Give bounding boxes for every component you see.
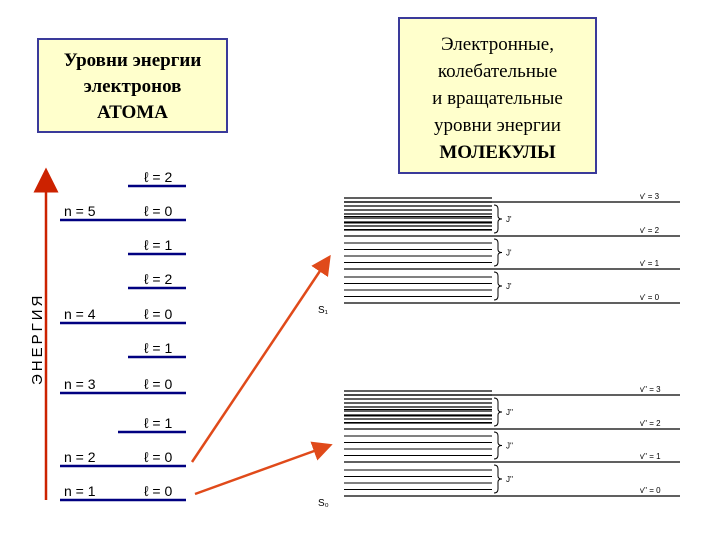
atom-title-line-1: Уровни энергии xyxy=(63,50,202,71)
excited-state-levels: v' = 3 v' = 2 v' = 1 v' = 0 J' J' J' S₁ xyxy=(318,192,680,316)
atom-title-box: Уровни энергии электронов АТОМА xyxy=(37,38,228,133)
excited-vibrational-label: v' = 3 xyxy=(640,192,660,201)
excited-rotational-label: J' xyxy=(506,282,512,291)
excited-vibrational-label: v' = 1 xyxy=(640,259,660,268)
pointer-arrow-to-ground xyxy=(194,441,333,496)
principal-n-label: n = 4 xyxy=(64,306,96,322)
principal-n-label: n = 5 xyxy=(64,203,96,219)
pointer-arrow-to-excited xyxy=(190,254,331,463)
ground-state-label: S₀ xyxy=(318,498,329,509)
ground-rotational-brace xyxy=(493,431,503,460)
ground-rotational-brace xyxy=(493,464,503,494)
molecule-title-box: Электронные, колебательные и вращательны… xyxy=(398,17,597,174)
excited-rotational-brace xyxy=(493,238,503,267)
principal-n-label: n = 2 xyxy=(64,449,96,465)
excited-rotational-brace xyxy=(493,204,503,234)
molecule-title-line-5: МОЛЕКУЛЫ xyxy=(439,142,556,163)
excited-rotational-brace xyxy=(493,271,503,301)
orbital-l-label: ℓ = 2 xyxy=(144,271,172,287)
excited-rotational-label: J' xyxy=(506,249,512,258)
orbital-l-label: ℓ = 2 xyxy=(144,169,172,185)
energy-axis-label: ЭНЕРГИЯ xyxy=(29,293,46,385)
ground-state-levels: v'' = 3 v'' = 2 v'' = 1 v'' = 0 J'' J'' J'' S₀ xyxy=(318,385,680,509)
ground-rotational-label: J'' xyxy=(506,408,514,417)
orbital-l-label: ℓ = 0 xyxy=(144,449,172,465)
ground-vibrational-label: v'' = 0 xyxy=(640,486,661,495)
ground-rotational-brace xyxy=(493,397,503,427)
excited-vibrational-label: v' = 2 xyxy=(640,226,660,235)
orbital-l-label: ℓ = 0 xyxy=(144,306,172,322)
orbital-l-label: ℓ = 0 xyxy=(144,376,172,392)
excited-vibrational-label: v' = 0 xyxy=(640,293,660,302)
ground-rotational-label: J'' xyxy=(506,442,514,451)
ground-vibrational-label: v'' = 2 xyxy=(640,419,661,428)
atom-title-line-3: АТОМА xyxy=(97,102,168,123)
ground-vibrational-label: v'' = 1 xyxy=(640,452,661,461)
orbital-l-label: ℓ = 0 xyxy=(144,483,172,499)
excited-rotational-label: J' xyxy=(506,215,512,224)
ground-vibrational-label: v'' = 3 xyxy=(640,385,661,394)
molecule-title-line-4: уровни энергии xyxy=(434,115,561,136)
orbital-l-label: ℓ = 1 xyxy=(144,415,172,431)
orbital-l-label: ℓ = 0 xyxy=(144,203,172,219)
orbital-l-label: ℓ = 1 xyxy=(144,237,172,253)
orbital-l-label: ℓ = 1 xyxy=(144,340,172,356)
atom-levels: ℓ = 2 ℓ = 0 n = 5 ℓ = 1 ℓ = 2 ℓ = 0 n = 4 ℓ = 1… xyxy=(60,169,186,502)
molecule-title-line-1: Электронные, xyxy=(440,34,554,55)
principal-n-label: n = 3 xyxy=(64,376,96,392)
molecule-title-line-2: колебательные xyxy=(437,61,558,82)
atom-title-line-2: электронов xyxy=(83,76,182,97)
principal-n-label: n = 1 xyxy=(64,483,96,499)
molecule-title-line-3: и вращательные xyxy=(432,88,563,109)
excited-state-label: S₁ xyxy=(318,305,329,316)
ground-rotational-label: J'' xyxy=(506,475,514,484)
